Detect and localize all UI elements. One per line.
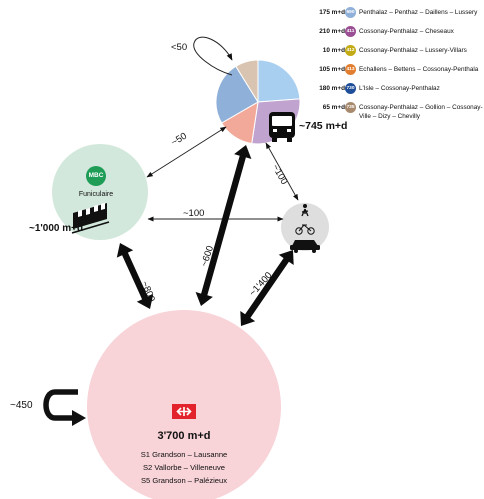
line-badge-icon: 411 — [345, 26, 356, 37]
line-badge-icon: 413 — [345, 64, 356, 75]
soft-station-arrow — [240, 250, 294, 326]
sbb-logo-icon — [172, 404, 196, 419]
bus-loop-label: <50 — [171, 42, 188, 53]
legend-value: 65 m+d — [322, 104, 345, 111]
station-line-s2: S2 Vallorbe – Villeneuve — [142, 463, 226, 472]
bicycle-icon — [295, 224, 315, 235]
legend-route: Penthalaz – Penthaz – Daillens – Lussery — [359, 9, 478, 16]
legend-value: 175 m+d — [319, 9, 345, 16]
bus-station-arrow — [195, 145, 252, 306]
line-badge-icon: 735 — [345, 102, 356, 113]
pie-slice — [257, 59, 301, 103]
funi-station-arrow — [116, 243, 154, 309]
station-loop-label: ~450 — [10, 400, 33, 411]
legend-route: Cossonay-Penthalaz – Cheseaux — [359, 28, 454, 35]
station-loop-arrow — [43, 389, 78, 421]
station-line-s5: S5 Grandson – Palézieux — [140, 476, 228, 485]
pie-slice — [235, 59, 259, 104]
legend-route: Cossonay-Penthalaz – Lussery-Villars — [359, 47, 467, 54]
bus-soft-arrow — [265, 142, 299, 201]
bus-loop-arrow — [193, 36, 233, 76]
legend-value: 10 m+d — [322, 47, 345, 54]
station-lines: S1 Grandson – Lausanne S2 Vallorbe – Vil… — [114, 448, 254, 487]
pedestrian-icon — [301, 204, 309, 217]
bus-icon — [269, 112, 295, 142]
funicular-train-icon — [71, 202, 110, 234]
legend-value: 210 m+d — [319, 28, 345, 35]
bus-total-label: ~745 m+d — [299, 120, 348, 132]
legend-route: L'Isle – Cossonay-Penthalaz — [359, 85, 440, 92]
funiculaire-label: Funiculaire — [78, 191, 114, 198]
car-icon — [290, 240, 320, 253]
legend-value: 180 m+d — [319, 85, 345, 92]
soft-mobility-node — [281, 203, 329, 251]
station-line-s1: S1 Grandson – Lausanne — [140, 450, 228, 459]
station-total-label: 3'700 m+d — [157, 430, 211, 442]
mbc-badge-icon — [86, 166, 106, 186]
line-badge-icon: 412 — [345, 45, 356, 56]
line-badge-icon: 730 — [345, 83, 356, 94]
mbc-badge-label: MBC — [88, 172, 104, 179]
line-badge-icon: 690 — [345, 7, 356, 18]
bus-lines-pie — [215, 59, 301, 145]
funi-bus-arrow — [146, 126, 227, 178]
pie-slice — [215, 65, 259, 124]
legend-route: Cossonay-Penthalaz – Gollion – Cossonay-… — [359, 104, 483, 120]
legend-value: 105 m+d — [319, 66, 345, 73]
funiculaire-total-label: ~1'000 m+d — [29, 223, 84, 234]
legend-route: Echallens – Bettens – Cossonay-Penthala — [359, 66, 479, 73]
funi-soft-label: ~100 — [183, 208, 205, 219]
